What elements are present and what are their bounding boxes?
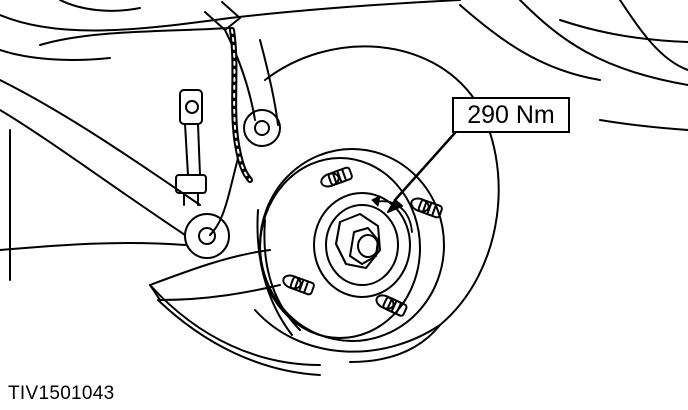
chassis-outline (0, 0, 688, 131)
hub-nut (313, 192, 411, 298)
steering-knuckle (184, 29, 281, 259)
wheel-studs (282, 166, 443, 317)
control-arm (0, 79, 281, 301)
wheel-hub (256, 148, 445, 342)
torque-callout: 290 Nm (452, 97, 570, 133)
brake-disc (254, 45, 500, 363)
wheel-stud (320, 166, 353, 188)
wheel-stud (375, 294, 408, 317)
figure-id: TIV1501043 (8, 383, 115, 404)
wheel-stud (282, 274, 315, 296)
dust-shield (149, 284, 321, 376)
torque-arrow (371, 123, 464, 233)
wheel-stud (410, 197, 443, 219)
stabilizer-link (175, 89, 207, 206)
torque-value: 290 Nm (467, 100, 555, 129)
sensor-cable (204, 1, 253, 183)
